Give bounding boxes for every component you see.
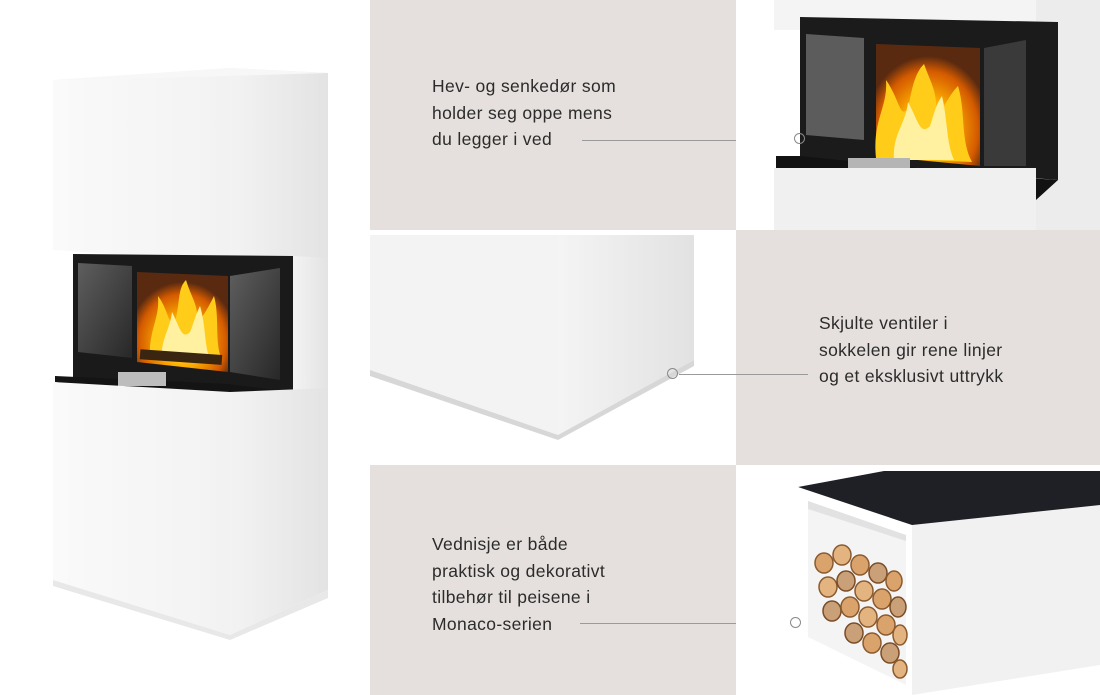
vents-callout-marker bbox=[667, 368, 678, 379]
door-closeup-panel bbox=[736, 0, 1100, 230]
vents-caption-panel: Skjulte ventiler i sokkelen gir rene lin… bbox=[736, 230, 1100, 465]
wood-caption-line-2: praktisk og dekorativt bbox=[432, 560, 606, 581]
wood-leader-line bbox=[580, 623, 736, 624]
plinth-closeup-illustration bbox=[370, 235, 694, 440]
firewood-stack bbox=[814, 544, 908, 679]
stove-product-panel bbox=[0, 0, 370, 695]
vents-caption-line-2: sokkelen gir rene linjer bbox=[819, 339, 1003, 360]
wood-storage-panel bbox=[736, 465, 1100, 695]
door-caption-line-1: Hev- og senkedør som bbox=[432, 76, 617, 96]
wood-caption-panel: Vednisje er både praktisk og dekorativt … bbox=[370, 465, 736, 695]
door-caption: Hev- og senkedør som holder seg oppe men… bbox=[432, 73, 616, 153]
vents-caption: Skjulte ventiler i sokkelen gir rene lin… bbox=[819, 310, 1003, 390]
wood-storage-illustration bbox=[798, 471, 1100, 695]
vents-caption-line-3: og et eksklusivt uttrykk bbox=[819, 366, 1004, 386]
wood-caption: Vednisje er både praktisk og dekorativt … bbox=[432, 531, 605, 637]
wood-caption-line-4: Monaco-serien bbox=[432, 613, 553, 634]
plinth-closeup-panel bbox=[370, 230, 807, 465]
door-callout-marker bbox=[794, 133, 805, 144]
door-caption-line-3: du legger i ved bbox=[432, 129, 553, 149]
door-caption-panel: Hev- og senkedør som holder seg oppe men… bbox=[370, 0, 800, 230]
wood-callout-marker bbox=[790, 617, 801, 628]
door-closeup-illustration bbox=[774, 0, 1100, 230]
vents-leader-line-extension bbox=[736, 374, 808, 375]
vents-caption-line-1: Skjulte ventiler i bbox=[819, 313, 948, 333]
door-leader-line bbox=[582, 140, 800, 141]
wood-caption-line-1: Vednisje er både bbox=[432, 534, 568, 554]
stove-full-illustration bbox=[53, 68, 328, 640]
door-caption-line-2: holder seg oppe mens bbox=[432, 102, 613, 123]
wood-caption-line-3: tilbehør til peisene i bbox=[432, 587, 591, 607]
